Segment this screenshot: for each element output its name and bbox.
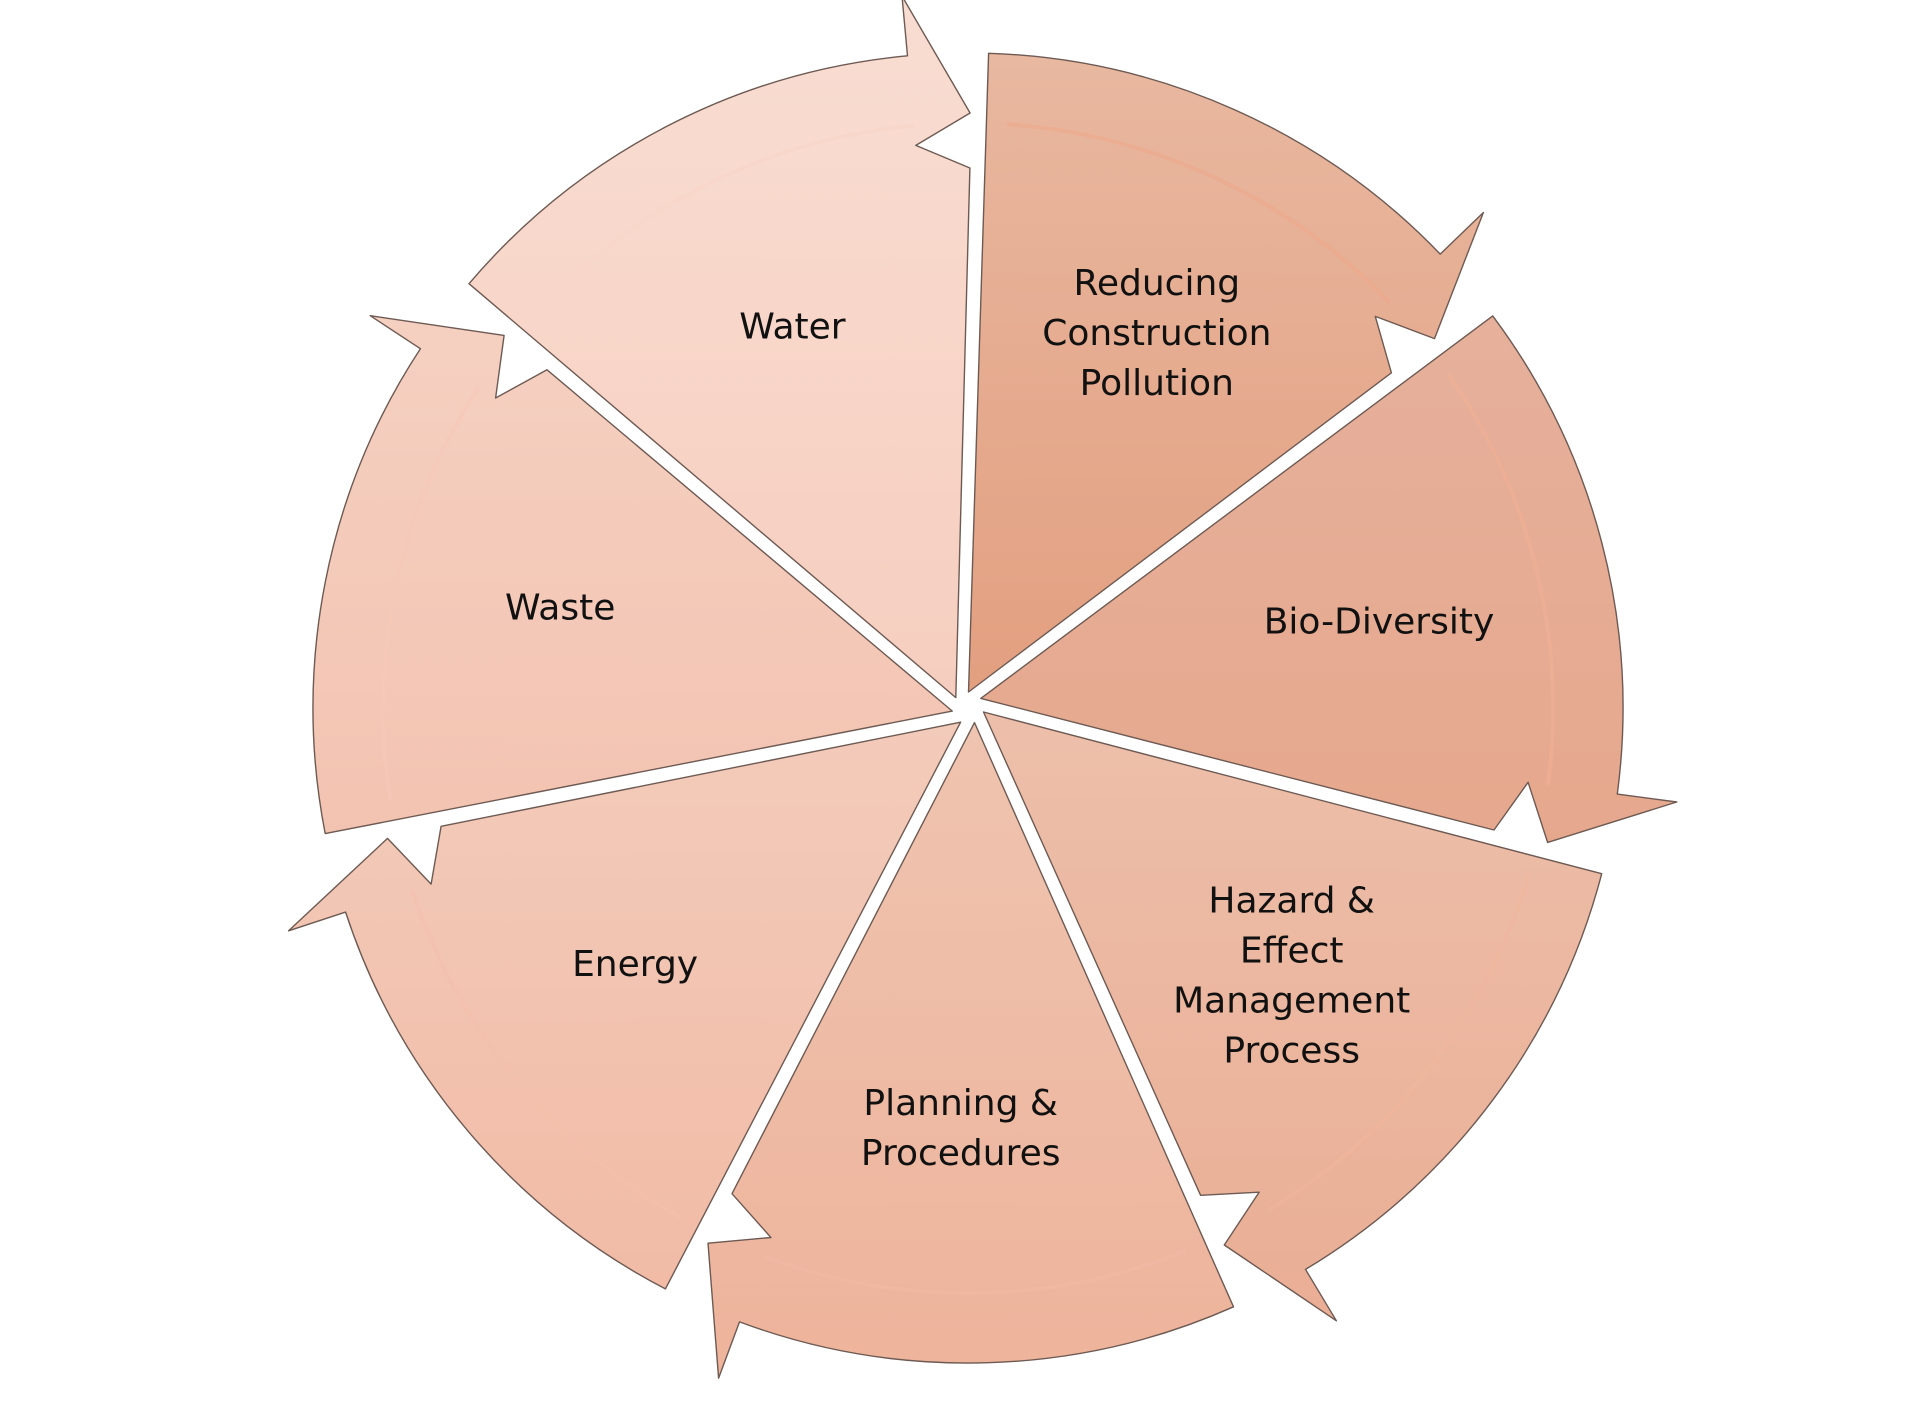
segment-label-line: Water	[739, 307, 846, 348]
segment-label-line: Process	[1223, 1031, 1360, 1072]
segment-arrow-band	[763, 1248, 1188, 1295]
segment-arrow-band	[1446, 373, 1555, 786]
segment-label-line: Procedures	[861, 1133, 1061, 1174]
segment-label-line: Hazard &	[1208, 881, 1375, 922]
segment-arrow-band	[1006, 122, 1392, 304]
segment-arrow-band	[410, 889, 681, 1219]
segment-label: Water	[739, 307, 846, 348]
segment-arrow-band	[534, 123, 915, 316]
segment-label-line: Planning &	[863, 1083, 1058, 1124]
segment-label: Energy	[572, 944, 698, 985]
segment-wedge	[967, 52, 1485, 693]
segment-wedge	[312, 315, 953, 835]
segment-wedge	[287, 721, 962, 1290]
segment-label-line: Waste	[505, 587, 615, 628]
segment-label: Planning & Procedures	[861, 1083, 1061, 1174]
segment-label-line: Pollution	[1080, 363, 1234, 404]
segment-label-line: Reducing	[1073, 263, 1240, 304]
diagram-segments	[287, 0, 1678, 1379]
segment-wedge	[707, 721, 1235, 1379]
segment-arrow-band	[381, 386, 481, 801]
segment-label: Bio-Diversity	[1264, 602, 1495, 643]
segment-wedge	[980, 315, 1678, 844]
segment-arrow-band	[1268, 875, 1531, 1212]
segment-label-line: Management	[1173, 981, 1410, 1022]
segment-label-line: Effect	[1240, 931, 1344, 972]
segment-label-line: Construction	[1042, 313, 1271, 354]
segment-wedge	[468, 0, 971, 699]
segment-wedge	[982, 711, 1603, 1322]
segment-label: Waste	[505, 587, 615, 628]
segment-label-line: Energy	[572, 944, 698, 985]
segment-label-line: Bio-Diversity	[1264, 602, 1495, 643]
